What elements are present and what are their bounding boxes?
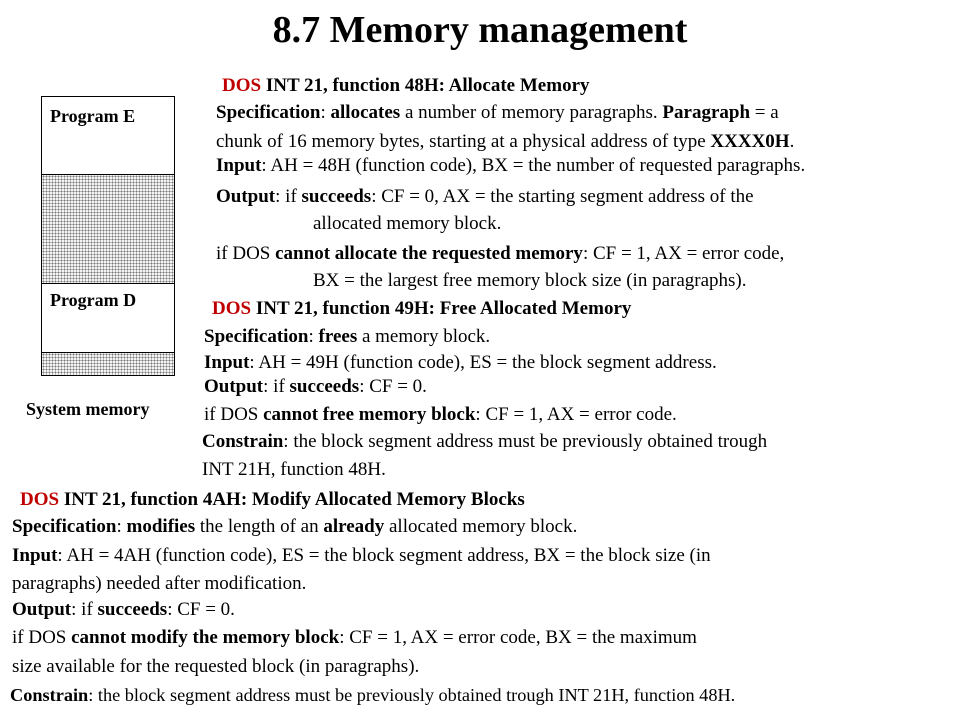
page-title: 8.7 Memory management	[272, 9, 688, 51]
program-e-block	[41, 96, 175, 175]
output-line: Output: if succeeds: CF = 0.	[12, 599, 235, 620]
failure-line: if DOS cannot free memory block: CF = 1,…	[204, 404, 677, 425]
section-heading: DOS INT 21, function 4AH: Modify Allocat…	[20, 489, 525, 510]
free-memory-block	[41, 174, 175, 284]
specification-line: Specification: frees a memory block.	[204, 326, 491, 347]
failure-line: if DOS cannot allocate the requested mem…	[216, 243, 785, 264]
specification-line-2: chunk of 16 memory bytes, starting at a …	[216, 131, 795, 152]
failure-line-2: size available for the requested block (…	[12, 656, 420, 677]
program-e-label: Program E	[50, 106, 136, 126]
input-line: Input: AH = 49H (function code), ES = th…	[204, 352, 717, 373]
output-line: Output: if succeeds: CF = 0.	[204, 376, 427, 397]
system-memory-label: System memory	[26, 399, 150, 419]
program-d-block	[41, 283, 175, 353]
constrain-line: Constrain: the block segment address mus…	[202, 431, 768, 452]
failure-line: if DOS cannot modify the memory block: C…	[12, 627, 697, 648]
input-line: Input: AH = 4AH (function code), ES = th…	[12, 545, 711, 566]
specification-line: Specification: modifies the length of an…	[12, 516, 578, 537]
section-heading: DOS INT 21, function 49H: Free Allocated…	[212, 298, 632, 319]
section-heading: DOS INT 21, function 48H: Allocate Memor…	[222, 75, 590, 96]
output-line: Output: if succeeds: CF = 0, AX = the st…	[216, 186, 754, 207]
failure-line-2: BX = the largest free memory block size …	[313, 270, 747, 291]
specification-line: Specification: allocates a number of mem…	[216, 102, 779, 123]
system-memory-block	[41, 352, 175, 376]
input-line-2: paragraphs) needed after modification.	[12, 573, 307, 594]
output-line-2: allocated memory block.	[313, 213, 502, 234]
program-d-label: Program D	[50, 290, 137, 310]
constrain-line-2: INT 21H, function 48H.	[202, 459, 386, 480]
input-line: Input: AH = 48H (function code), BX = th…	[216, 155, 806, 176]
constrain-line: Constrain: the block segment address mus…	[10, 685, 736, 705]
